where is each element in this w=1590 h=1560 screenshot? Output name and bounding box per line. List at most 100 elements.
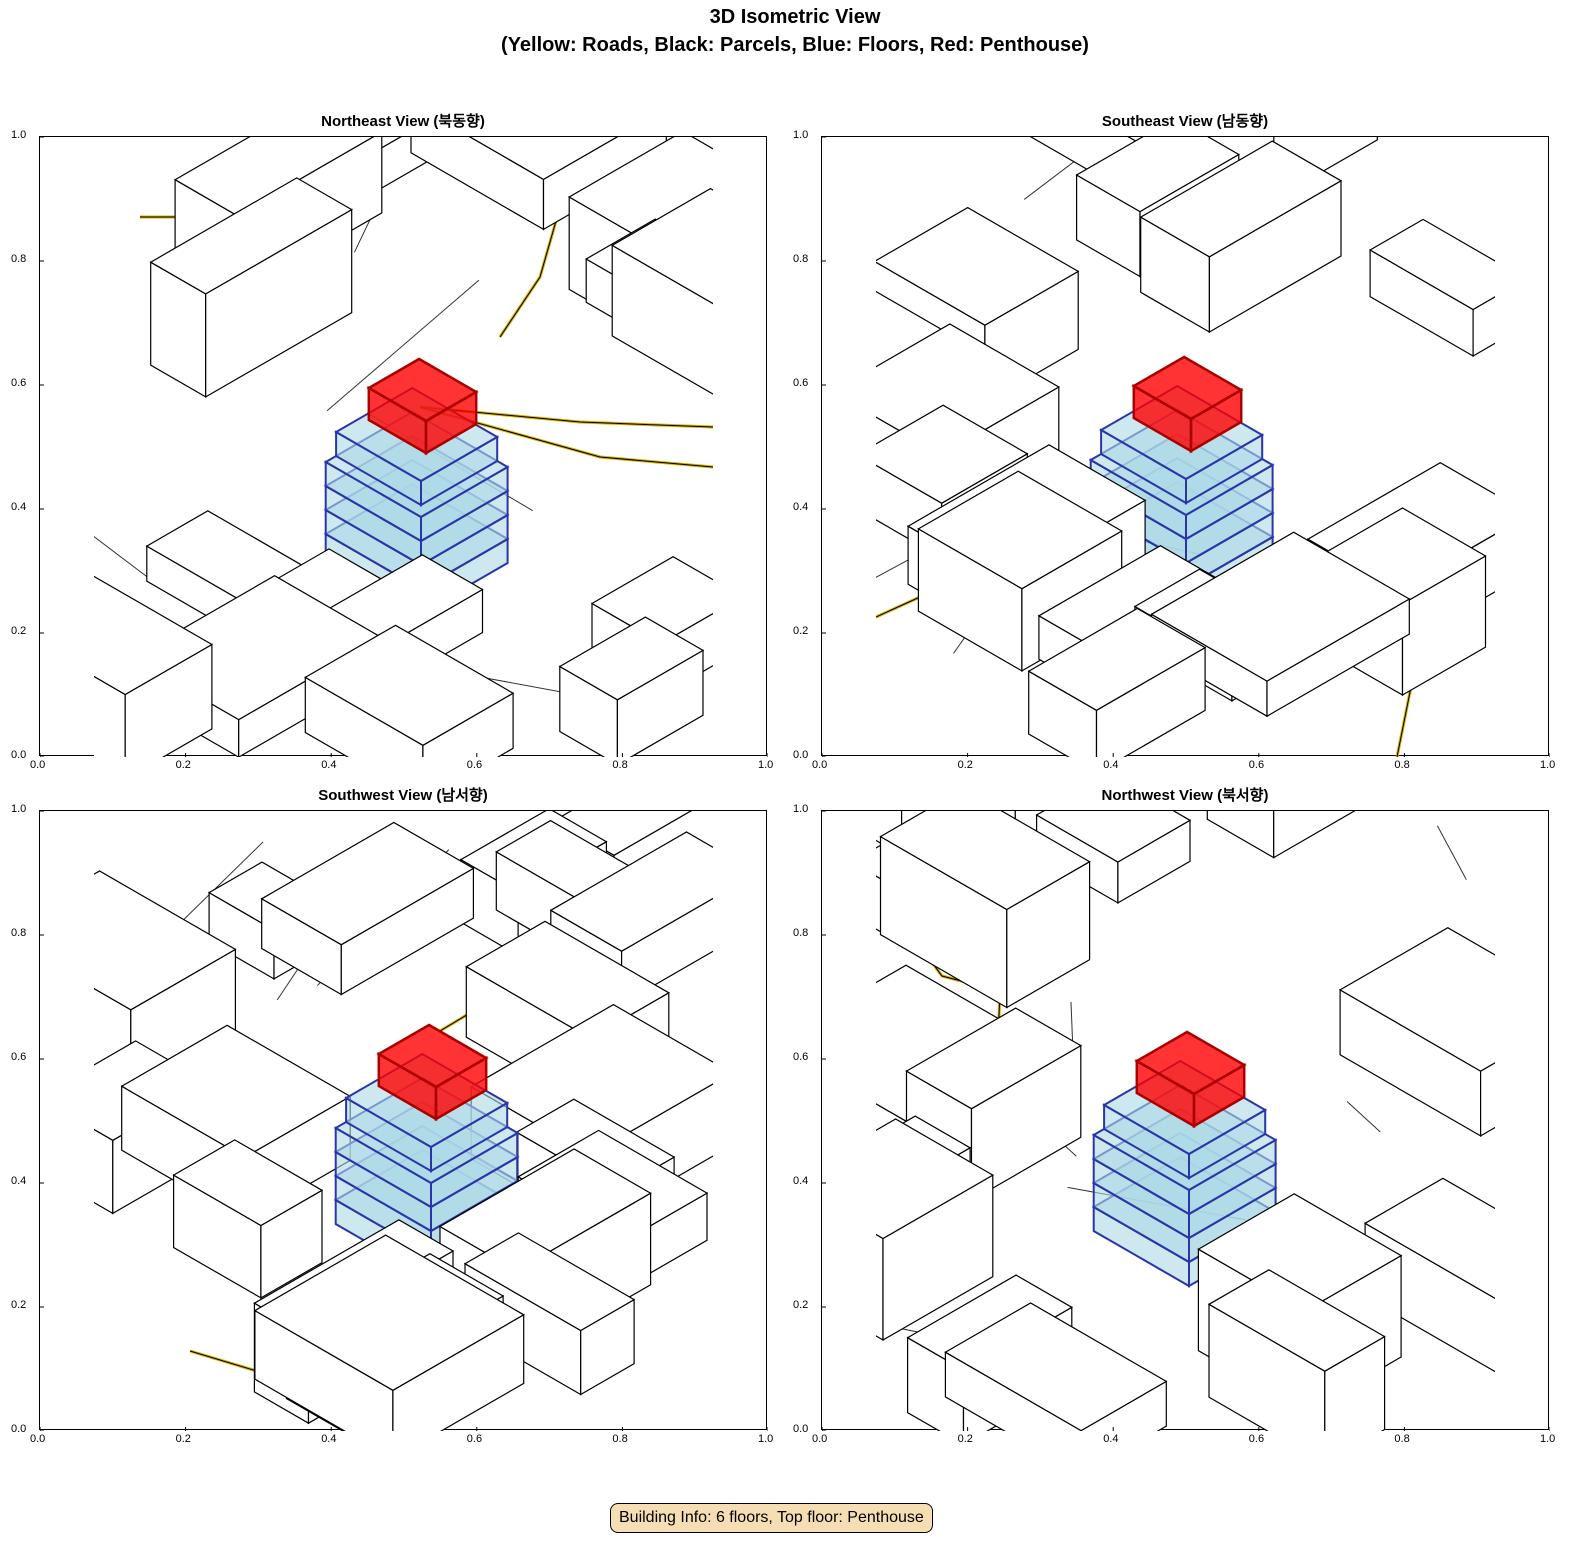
- parcel-line: [94, 536, 159, 586]
- penthouse: [1134, 1030, 1247, 1129]
- parcel-building-right-face: [739, 262, 769, 409]
- parcel-building-top-face: [944, 1302, 1168, 1431]
- parcel-building-right-face: [1499, 1256, 1550, 1374]
- isometric-plot: [40, 811, 768, 1431]
- y-tick-label: 0.6: [793, 1051, 809, 1063]
- y-tick-label: 0.0: [793, 1423, 809, 1435]
- parcel-building-top-face: [1035, 811, 1192, 863]
- y-tick-label: 1.0: [793, 129, 809, 141]
- parcel-building: [558, 616, 705, 757]
- x-tick-label: 0.8: [1394, 1433, 1410, 1445]
- parcel-building: [1368, 218, 1495, 358]
- parcel-building: [1206, 811, 1356, 859]
- parcel-building-top-face: [470, 1003, 713, 1156]
- parcel-building: [304, 624, 515, 757]
- parcel-building-top-face: [253, 1234, 525, 1391]
- x-tick-label: 0.2: [175, 759, 191, 771]
- panel-title: Southwest View (남서향): [318, 787, 488, 804]
- figure-subtitle: (Yellow: Roads, Black: Parcels, Blue: Fl…: [501, 34, 1089, 56]
- parcel-building: [253, 1234, 525, 1431]
- parcel-building-top-face: [1027, 607, 1207, 711]
- parcel-building: [149, 177, 353, 398]
- parcel-building-top-face: [549, 831, 713, 952]
- parcel-building: [905, 1007, 1083, 1202]
- parcel-building: [1139, 140, 1343, 334]
- y-tick-label: 0.8: [793, 253, 809, 265]
- parcel-line: [1436, 825, 1467, 880]
- x-tick-label: 0.4: [321, 759, 337, 771]
- x-tick-label: 1.0: [758, 759, 774, 771]
- y-tick-label: 0.4: [11, 501, 27, 513]
- parcel-building: [172, 1139, 324, 1299]
- road-edge: [419, 406, 713, 468]
- y-tick-label: 0.2: [793, 1299, 809, 1311]
- penthouse: [1131, 355, 1244, 454]
- x-tick-label: 0.4: [321, 1433, 337, 1445]
- x-tick-label: 0.0: [812, 1433, 828, 1445]
- x-tick-label: 0.4: [1103, 1433, 1119, 1445]
- y-tick-label: 0.0: [793, 749, 809, 761]
- parcel-building-top-face: [876, 404, 1029, 504]
- y-tick-label: 0.2: [793, 625, 809, 637]
- panel-title: Northwest View (북서향): [1101, 787, 1269, 804]
- penthouse-top-face: [376, 1023, 489, 1089]
- x-tick-label: 0.8: [1394, 759, 1410, 771]
- y-tick-label: 0.6: [11, 377, 27, 389]
- y-tick-label: 0.0: [11, 1423, 27, 1435]
- panel-title: Northeast View (북동향): [321, 113, 485, 130]
- x-tick-label: 0.2: [957, 1433, 973, 1445]
- parcel-building-top-face: [260, 821, 475, 946]
- parcel-building-top-face: [304, 624, 515, 746]
- y-tick-label: 0.2: [11, 625, 27, 637]
- parcel-building-top-face: [94, 870, 237, 1011]
- isometric-plot: [822, 137, 1550, 757]
- x-tick-label: 0.6: [1248, 759, 1265, 771]
- parcel-building-top-face: [558, 616, 705, 701]
- parcel-building-right-face: [1479, 1062, 1495, 1137]
- parcel-line: [1070, 1001, 1074, 1045]
- parcel-building-top-face: [463, 1232, 636, 1332]
- penthouse-top-face: [1131, 355, 1244, 421]
- parcel-building: [876, 1118, 995, 1342]
- figure-title: 3D Isometric View: [709, 6, 881, 28]
- parcel-line: [1346, 1101, 1381, 1133]
- y-tick-label: 0.8: [793, 927, 809, 939]
- penthouse: [366, 357, 479, 456]
- panel-title: Southeast View (남동향): [1101, 113, 1269, 130]
- y-tick-label: 0.6: [793, 377, 809, 389]
- parcel-building-top-face: [1139, 140, 1343, 258]
- parcel-building-top-face: [879, 811, 1091, 911]
- x-tick-label: 0.0: [812, 759, 828, 771]
- parcel-building-right-face: [1472, 296, 1495, 358]
- view-panel: [821, 136, 1550, 757]
- parcel-building: [1035, 811, 1192, 904]
- parcel-building: [94, 575, 214, 757]
- parcel-building-top-face: [905, 1007, 1083, 1110]
- parcel-building-top-face: [876, 1118, 995, 1240]
- penthouse-top-face: [1134, 1030, 1247, 1096]
- parcel-building-top-face: [468, 137, 619, 181]
- x-tick-label: 0.0: [30, 759, 46, 771]
- y-tick-label: 0.8: [11, 253, 27, 265]
- parcel-building-top-face: [1368, 218, 1495, 311]
- x-tick-label: 0.6: [466, 1433, 483, 1445]
- parcel-building-top-face: [917, 470, 1123, 590]
- penthouse-top-face: [366, 357, 479, 423]
- parcel-building-top-face: [876, 206, 1080, 326]
- parcel-building-top-face: [1150, 531, 1411, 682]
- parcel-line: [326, 279, 480, 412]
- parcel-building-right-face: [711, 331, 713, 377]
- y-tick-label: 0.4: [793, 501, 809, 513]
- x-tick-label: 1.0: [1540, 1433, 1556, 1445]
- parcel-building-top-face: [611, 187, 713, 305]
- x-tick-label: 1.0: [1540, 759, 1556, 771]
- y-tick-label: 1.0: [11, 803, 27, 815]
- y-tick-label: 0.8: [11, 927, 27, 939]
- parcel-building-top-face: [120, 1024, 352, 1158]
- parcel-building-top-face: [173, 137, 375, 217]
- parcel-building-right-face: [1273, 811, 1356, 859]
- x-tick-label: 0.2: [957, 759, 973, 771]
- parcel-building: [944, 1302, 1168, 1431]
- isometric-plot: [822, 811, 1550, 1431]
- x-tick-label: 0.8: [612, 759, 628, 771]
